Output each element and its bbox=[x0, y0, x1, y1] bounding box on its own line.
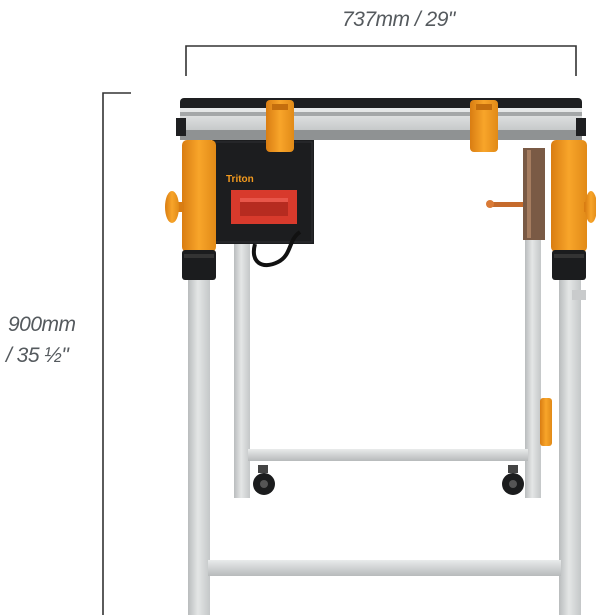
width-dimension-line bbox=[185, 45, 577, 76]
height-dimension-label: 900mm bbox=[8, 313, 76, 336]
right-leg-bracket bbox=[551, 140, 587, 280]
fence-support bbox=[486, 148, 545, 240]
leg-lock-knob-left bbox=[165, 191, 184, 223]
height-dimension-label-imperial: / 35 ½" bbox=[6, 344, 69, 367]
leg-lock-knob-right bbox=[584, 191, 596, 223]
power-cable bbox=[251, 230, 302, 268]
fence-clamp-right bbox=[470, 100, 498, 152]
castor-wheel-left bbox=[253, 465, 275, 495]
height-dimension-line bbox=[102, 92, 131, 615]
fence-clamp-left bbox=[266, 100, 294, 152]
table-top bbox=[176, 98, 586, 140]
leg-clamp bbox=[540, 398, 552, 446]
brand-logo: Triton bbox=[226, 174, 254, 185]
front-leg-frame bbox=[188, 278, 586, 615]
switch-box bbox=[231, 190, 297, 224]
left-leg-bracket bbox=[182, 140, 216, 280]
rear-leg-frame bbox=[234, 240, 541, 498]
width-dimension-label: 737mm / 29" bbox=[342, 8, 455, 31]
castor-wheel-right bbox=[502, 465, 524, 495]
